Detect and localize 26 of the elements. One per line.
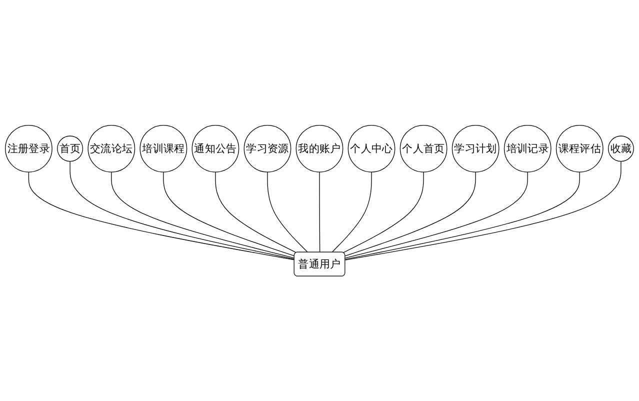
connector	[344, 171, 528, 258]
node-circle: 培训课程	[140, 124, 188, 172]
node-circle: 注册登录	[5, 124, 52, 172]
connector	[344, 160, 622, 260]
node-circle: 收藏	[608, 135, 634, 162]
node-circle: 首页	[57, 135, 84, 162]
connector	[163, 171, 295, 256]
connector	[342, 171, 424, 253]
node-circle: 学习计划	[452, 124, 500, 172]
node-circle: 课程评估	[556, 124, 604, 172]
connector	[267, 171, 308, 253]
connector	[319, 171, 320, 253]
node-circle: 交流论坛	[88, 124, 136, 172]
connector	[344, 171, 476, 256]
node-circle: 我的账户	[296, 124, 344, 172]
connector	[111, 171, 295, 258]
node-circle: 个人首页	[400, 124, 448, 172]
node-circle: 通知公告	[192, 124, 240, 172]
connector	[70, 160, 295, 260]
node-circle: 培训记录	[504, 124, 552, 172]
node-circle: 个人中心	[348, 124, 396, 172]
connector	[344, 171, 580, 260]
connector	[215, 171, 297, 253]
connector	[28, 171, 295, 260]
connector	[332, 171, 372, 253]
node-circle: 学习资源	[244, 124, 292, 172]
